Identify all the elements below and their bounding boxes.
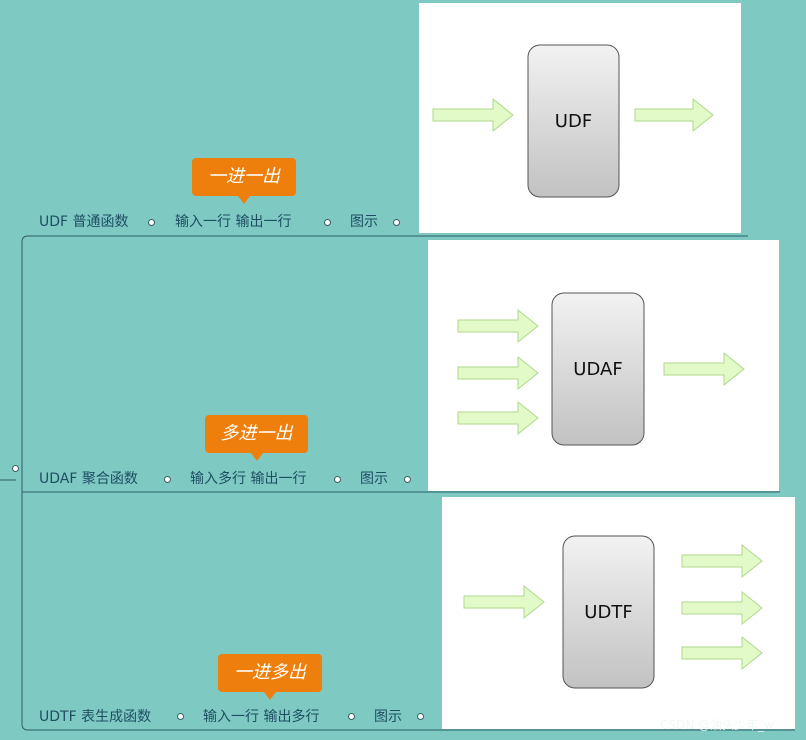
csdn-watermark: CSDN @油头少年_w bbox=[660, 718, 774, 732]
diagram-panel-udaf: UDAF bbox=[428, 240, 779, 491]
input-arrow bbox=[457, 400, 539, 436]
function-box-label: UDF bbox=[555, 111, 592, 132]
input-arrow bbox=[457, 355, 539, 391]
function-box bbox=[562, 535, 655, 689]
udaf-diagram: UDAF bbox=[457, 292, 745, 446]
node-udaf-rule[interactable]: 输入多行 输出一行 bbox=[190, 471, 307, 487]
node-udf-diagram-label[interactable]: 图示 bbox=[350, 214, 378, 230]
udtf-diagram: UDTF bbox=[463, 535, 763, 689]
diagram-panel-udf: UDF bbox=[419, 3, 741, 233]
node-udaf-label[interactable]: UDAF 聚合函数 bbox=[39, 471, 138, 487]
node-udtf-label[interactable]: UDTF 表生成函数 bbox=[39, 709, 152, 725]
output-arrow bbox=[681, 635, 763, 671]
function-box-label: UDTF bbox=[584, 602, 632, 623]
output-arrow bbox=[681, 590, 763, 626]
node-udf-diagram-dot[interactable] bbox=[393, 219, 400, 226]
node-udf-dot[interactable] bbox=[148, 219, 155, 226]
node-udtf-rule[interactable]: 输入一行 输出多行 bbox=[203, 709, 320, 725]
output-arrow bbox=[634, 97, 714, 133]
output-arrow bbox=[681, 543, 763, 579]
node-udtf-diagram-dot[interactable] bbox=[417, 713, 424, 720]
node-udf-rule-dot[interactable] bbox=[324, 219, 331, 226]
node-udf-rule[interactable]: 输入一行 输出一行 bbox=[175, 214, 292, 230]
node-udaf-rule-dot[interactable] bbox=[334, 476, 341, 483]
node-udtf-rule-dot[interactable] bbox=[348, 713, 355, 720]
diagram-panel-udtf: UDTF bbox=[442, 497, 795, 729]
input-arrow bbox=[457, 308, 539, 344]
node-udf-label[interactable]: UDF 普通函数 bbox=[39, 214, 129, 230]
node-udaf-dot[interactable] bbox=[164, 476, 171, 483]
branch-trunk bbox=[21, 235, 748, 731]
function-box bbox=[551, 292, 645, 446]
node-udtf-dot[interactable] bbox=[177, 713, 184, 720]
output-arrow bbox=[663, 351, 745, 387]
function-box bbox=[527, 44, 620, 198]
node-udaf-diagram-label[interactable]: 图示 bbox=[360, 471, 388, 487]
udf-diagram: UDF bbox=[432, 44, 714, 198]
input-arrow bbox=[432, 97, 514, 133]
root-collapse-dot[interactable] bbox=[12, 465, 19, 472]
callout-udf: 一进一出 bbox=[192, 158, 296, 204]
callout-udaf: 多进一出 bbox=[205, 415, 308, 461]
node-udtf-diagram-label[interactable]: 图示 bbox=[374, 709, 402, 725]
callout-udtf: 一进多出 bbox=[218, 654, 322, 700]
input-arrow bbox=[463, 584, 545, 620]
node-udaf-diagram-dot[interactable] bbox=[404, 476, 411, 483]
function-box-label: UDAF bbox=[573, 359, 622, 380]
